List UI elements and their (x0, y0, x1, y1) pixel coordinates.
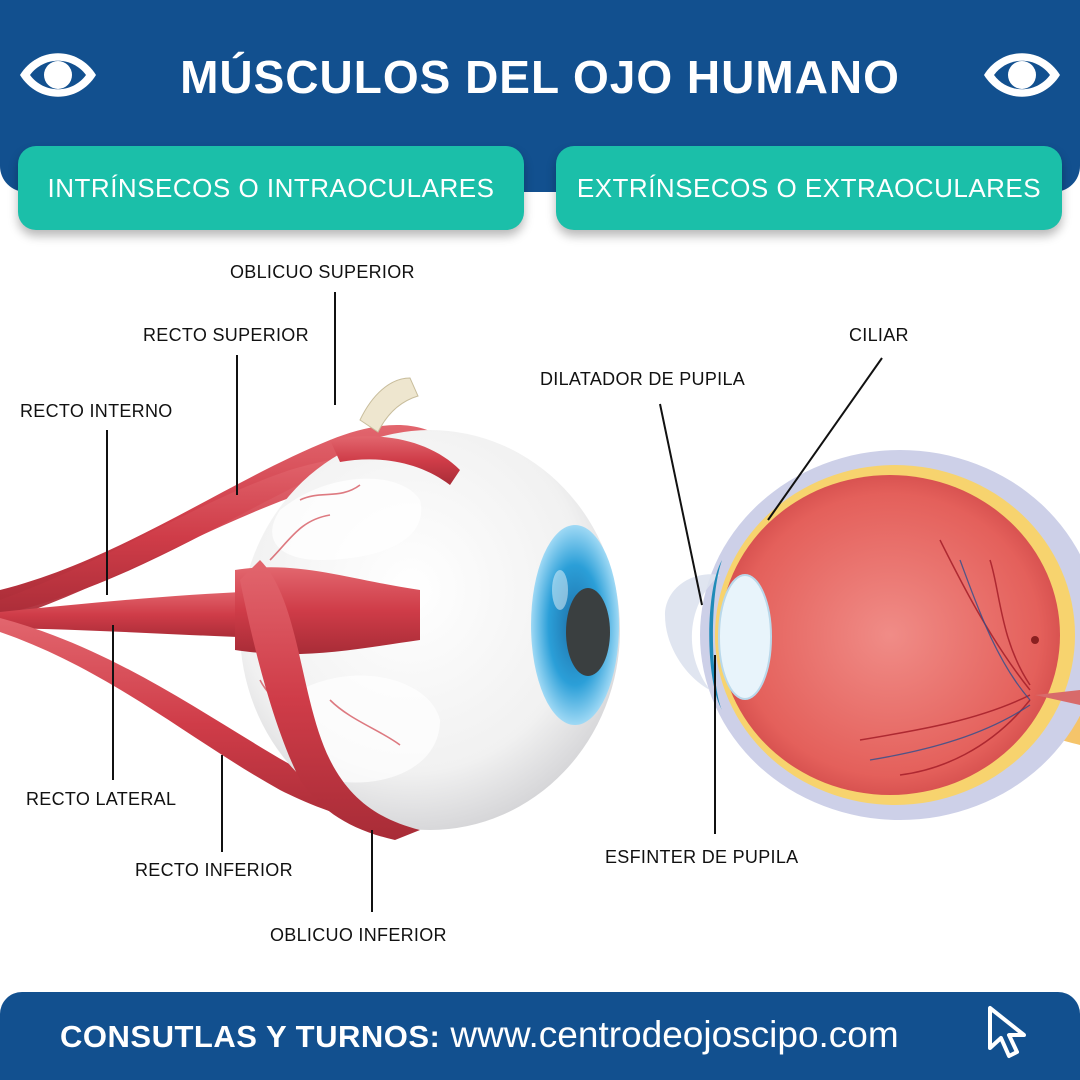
label-recto-inferior: RECTO INFERIOR (135, 860, 293, 880)
intrinsic-category-pill: INTRÍNSECOS O INTRAOCULARES (18, 146, 524, 230)
label-recto-interno: RECTO INTERNO (20, 401, 173, 421)
footer-contact: CONSUTLAS Y TURNOS: www.centrodeojoscipo.… (60, 1014, 899, 1056)
page-title: MÚSCULOS DEL OJO HUMANO (180, 51, 900, 103)
label-recto-superior: RECTO SUPERIOR (143, 325, 309, 345)
footer-label: CONSUTLAS Y TURNOS: (60, 1019, 441, 1054)
extrinsic-category-pill: EXTRÍNSECOS O EXTRAOCULARES (556, 146, 1062, 230)
label-oblicuo-superior: OBLICUO SUPERIOR (230, 262, 415, 282)
footer-url-link[interactable]: www.centrodeojoscipo.com (450, 1014, 899, 1055)
eye-cross-section (665, 450, 1080, 820)
label-esfinter-pupila: ESFINTER DE PUPILA (605, 847, 799, 867)
label-recto-lateral: RECTO LATERAL (26, 789, 177, 809)
eye-diagram (0, 292, 1080, 912)
label-ciliar: CILIAR (849, 325, 909, 345)
eye-icon (20, 53, 96, 97)
label-dilatador-pupila: DILATADOR DE PUPILA (540, 369, 746, 389)
cursor-icon (988, 1006, 1026, 1058)
label-oblicuo-inferior: OBLICUO INFERIOR (270, 925, 447, 945)
footer: CONSUTLAS Y TURNOS: www.centrodeojoscipo.… (0, 992, 1080, 1080)
eye-icon (984, 53, 1060, 97)
pupil (566, 588, 610, 676)
